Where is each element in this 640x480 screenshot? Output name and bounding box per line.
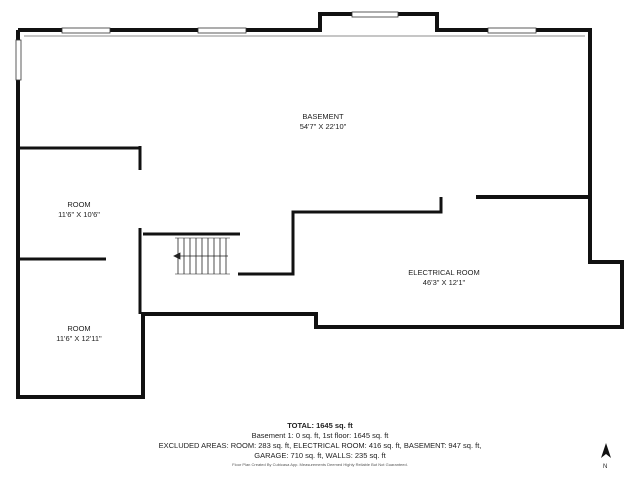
total-area: TOTAL: 1645 sq. ft bbox=[287, 421, 353, 430]
north-label: N bbox=[603, 464, 608, 470]
room-name: ROOM bbox=[67, 200, 91, 209]
right-wall bbox=[16, 30, 624, 399]
room-label-room-upper: ROOM 11'6" X 10'6" bbox=[58, 200, 100, 220]
interior-walls bbox=[18, 146, 443, 314]
top-wall bbox=[18, 12, 592, 197]
thin-walls bbox=[24, 35, 585, 275]
area-summary: TOTAL: 1645 sq. ft Basement 1: 0 sq. ft,… bbox=[0, 421, 640, 461]
compass-icon bbox=[601, 443, 611, 458]
summary-line-1: Basement 1: 0 sq. ft, 1st floor: 1645 sq… bbox=[251, 431, 389, 440]
credit-text: Floor Plan Created By Cubicasa App. Meas… bbox=[232, 462, 408, 467]
window-4 bbox=[487, 27, 537, 34]
room-dimensions: 11'6" X 12'11" bbox=[56, 334, 102, 343]
room-dimensions: 54'7" X 22'10" bbox=[299, 122, 347, 131]
room-name: ROOM bbox=[67, 324, 91, 333]
exterior-walls bbox=[16, 12, 624, 399]
window-left bbox=[15, 39, 22, 81]
window-2 bbox=[197, 27, 247, 34]
window-1 bbox=[61, 27, 111, 34]
windows bbox=[15, 11, 537, 81]
room-label-room-lower: ROOM 11'6" X 12'11" bbox=[56, 324, 101, 344]
summary-line-2: EXCLUDED AREAS: ROOM: 283 sq. ft, ELECTR… bbox=[158, 441, 482, 450]
window-3 bbox=[351, 11, 399, 18]
room-label-basement: BASEMENT 54'7" X 22'10" bbox=[300, 112, 347, 132]
room-dimensions: 46'3" X 12'1" bbox=[422, 278, 466, 287]
stair-arrow-icon bbox=[173, 252, 181, 260]
stairs bbox=[173, 238, 228, 274]
room-name: BASEMENT bbox=[302, 112, 344, 121]
summary-line-3: GARAGE: 710 sq. ft, WALLS: 235 sq. ft bbox=[254, 451, 386, 460]
basement-bottom-wall bbox=[238, 197, 443, 276]
room-label-electrical: ELECTRICAL ROOM 46'3" X 12'1" bbox=[408, 268, 479, 288]
room-name: ELECTRICAL ROOM bbox=[408, 268, 480, 277]
room-dimensions: 11'6" X 10'6" bbox=[58, 210, 100, 219]
